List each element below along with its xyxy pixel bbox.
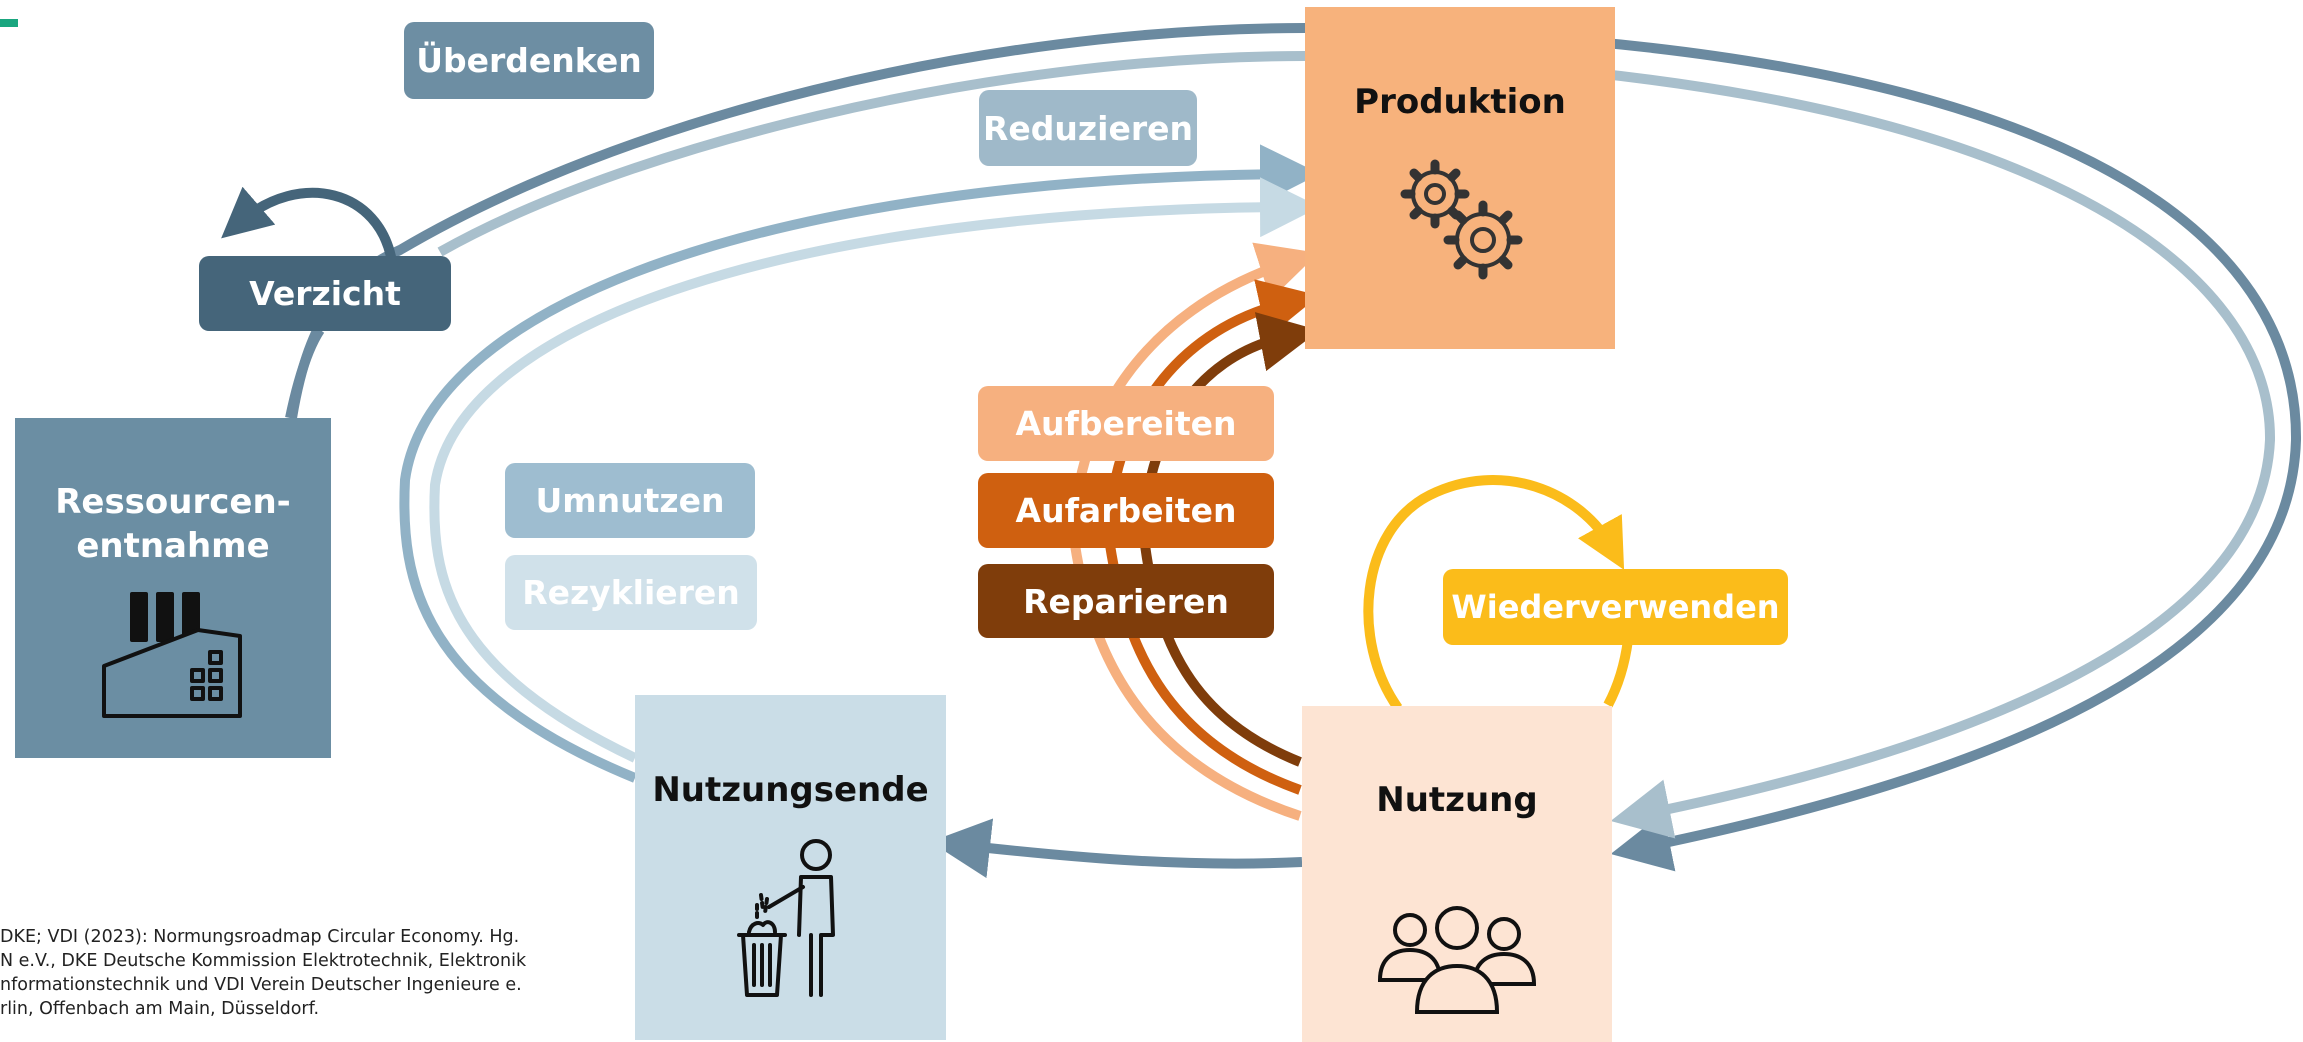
pill-wiederverwenden: Wiederverwenden: [1443, 569, 1788, 645]
nutzung-title: Nutzung: [1376, 780, 1538, 820]
loop-wiederverwenden: [1363, 475, 1625, 711]
pill-reduzieren: Reduzieren: [979, 90, 1197, 166]
pill-rezyklieren: Rezyklieren: [505, 555, 757, 630]
source-citation: DKE; VDI (2023): Normungsroadmap Circula…: [0, 927, 527, 1019]
nutzung-box: Nutzung: [1302, 706, 1612, 1042]
pill-reparieren: Reparieren: [978, 564, 1274, 638]
outer-loop-light: [437, 50, 2276, 839]
nutzung-to-nutzungsende: [930, 818, 1303, 879]
ressourcen-box: Ressourcen- entnahme: [15, 418, 331, 758]
people-icon: [1377, 906, 1537, 1014]
pill-aufarbeiten: Aufarbeiten: [978, 473, 1274, 548]
verzicht-arrow: [221, 186, 397, 263]
pill-aufbereiten: Aufbereiten: [978, 386, 1274, 461]
inner-loop-umnutzen: [399, 144, 1320, 783]
nutzungsende-title: Nutzungsende: [652, 770, 929, 810]
loop-wiederverwenden-tail: [1603, 639, 1633, 708]
accent-bar: [0, 19, 18, 27]
pill-ueberdenken: Überdenken: [404, 22, 654, 99]
pill-verzicht: Verzicht: [199, 256, 451, 331]
trash-person-icon: [736, 839, 835, 997]
produktion-box: Produktion: [1305, 7, 1615, 349]
nutzungsende-box: Nutzungsende: [635, 695, 946, 1040]
factory-icon: [102, 592, 242, 718]
ressourcen-title: Ressourcen- entnahme: [55, 482, 291, 566]
outer-loop-dark: [287, 22, 2302, 872]
ressourcen-to-verzicht: [285, 327, 325, 420]
produktion-title: Produktion: [1354, 82, 1566, 122]
pill-umnutzen: Umnutzen: [505, 463, 755, 538]
gears-icon: [1400, 159, 1523, 280]
inner-loop-rezyklieren: [429, 177, 1320, 763]
